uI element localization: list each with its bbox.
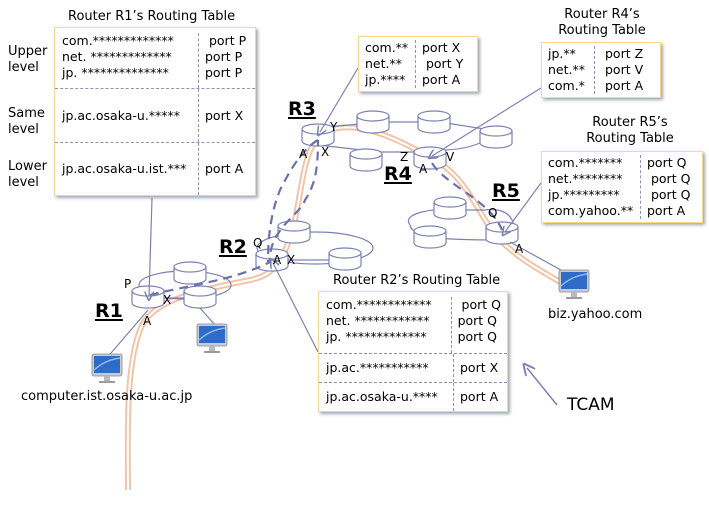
level-label-lower: Lower level [8,159,47,190]
r1-port: port A [205,161,244,176]
r4-port: port Z port V port A [605,46,644,93]
r3-port-x: X [321,145,330,159]
r4-port-z: Z [400,150,409,164]
destination-computer-icon [558,269,590,300]
r1-routing-table: com.************* net. ************* jp.… [54,27,256,196]
r3-table-pointer [320,67,359,132]
r4-port-a: A [419,162,428,176]
r1-table-pointer [149,197,152,296]
r2-network-router-2 [328,247,362,271]
r1-port-x: X [163,293,172,307]
r1-to-source-link [104,309,149,361]
r2-port-a: A [273,253,282,267]
r5-port: port Q port Q port Q port A [647,155,691,218]
r2-port: port Q port Q port Q [457,297,501,344]
r2-port: port A [460,389,499,404]
r4-row: jp.** net.** com.* port Z port V port A [542,43,660,97]
computer-icon [196,323,228,354]
r1-port: port X [205,107,244,123]
router-r1-label: R1 [95,300,123,322]
r1-network-router-1 [173,261,207,285]
level-label-upper: Upper level [8,44,48,75]
r4-port-v: V [446,150,455,164]
r1-row-same: jp.ac.osaka-u.***** port X [55,89,255,143]
r1-port: port P port P port P [205,33,247,80]
r3-port: port X port Y port A [422,40,464,87]
r2-network-router-1 [277,220,311,244]
r2-table-pointer [273,263,319,353]
destination-host-label: biz.yahoo.com [548,307,643,322]
core-router-1 [356,110,390,134]
r4-table-pointer [432,87,542,156]
r5-port-a: A [515,242,524,256]
r2-routing-table: com.************ net. ************ jp. *… [318,291,508,412]
tcam-label: TCAM [567,395,615,415]
r2-prefix: jp.ac.*********** [319,354,454,382]
router-r2-icon [255,248,289,272]
r2-row-upper: com.************ net. ************ jp. *… [319,292,507,354]
r5-row: com.******* net.******** jp.********* co… [542,152,702,222]
router-r4-label: R4 [384,163,412,185]
r1-row-lower: jp.ac.osaka-u.ist.*** port A [55,143,255,195]
source-computer-icon [91,353,123,384]
r1-row-upper: com.************* net. ************* jp.… [55,28,255,89]
r5-to-destination-link [509,241,571,276]
r2-row-lower: jp.ac.osaka-u.**** port A [319,383,507,411]
r4-prefix: jp.** net.** com.* [542,46,595,94]
r3-port-a: A [299,147,308,161]
r1-port-p: P [124,277,132,291]
r1-prefix: jp.ac.osaka-u.***** [55,89,199,142]
source-host-label: computer.ist.osaka-u.ac.jp [21,389,193,404]
r1-to-pc-link [199,307,216,326]
r5-table-title: Router R5’s Routing Table [586,115,674,146]
r1-prefix: jp.ac.osaka-u.ist.*** [55,143,199,195]
r2-table-title: Router R2’s Routing Table [333,273,501,288]
r5-network-router-2 [413,225,447,249]
r4-table-title: Router R4’s Routing Table [558,7,646,38]
tcam-arrow [527,368,558,406]
packet-path [124,124,567,491]
r5-network-router-1 [433,196,467,220]
dashed-route-r3-r2 [266,139,319,263]
core-router-4 [349,148,383,172]
r2-prefix: com.************ net. ************ jp. *… [319,297,452,353]
dashed-route [149,139,504,297]
r2-row-middle: jp.ac.*********** port X [319,354,507,383]
r3-routing-table: com.** net.** jp.**** port X port Y port… [358,36,478,92]
router-r1-icon [131,285,165,309]
r1-prefix: com.************* net. ************* jp.… [55,33,199,88]
r3-port-y: Y [330,120,338,134]
router-r5-icon [485,221,519,245]
r5-port-q: Q [488,206,498,220]
r5-routing-table: com.******* net.******** jp.********* co… [541,151,703,223]
r1-network-router-2 [183,285,217,309]
r2-port-q: Q [253,236,263,250]
r2-ring [256,231,374,265]
r1-table-title: Router R1’s Routing Table [68,9,236,24]
level-label-same: Same level [8,106,45,137]
r5-table-pointer [505,182,542,232]
r3-row: com.** net.** jp.**** port X port Y port… [359,37,477,91]
r2-prefix: jp.ac.osaka-u.**** [319,383,454,411]
core-router-2 [417,110,451,134]
r3-prefix: com.** net.** jp.**** [359,40,416,88]
path-highlight-inner [126,126,566,491]
r2-port: port X [460,360,499,375]
router-r2-label: R2 [219,236,247,258]
r2-port-x: X [287,253,296,267]
router-r5-label: R5 [492,180,520,202]
r5-prefix: com.******* net.******** jp.********* co… [542,155,641,219]
router-r3-label: R3 [288,98,316,120]
core-router-3 [479,125,513,149]
r4-routing-table: jp.** net.** com.* port Z port V port A [541,42,661,98]
r1-port-a: A [143,314,152,328]
